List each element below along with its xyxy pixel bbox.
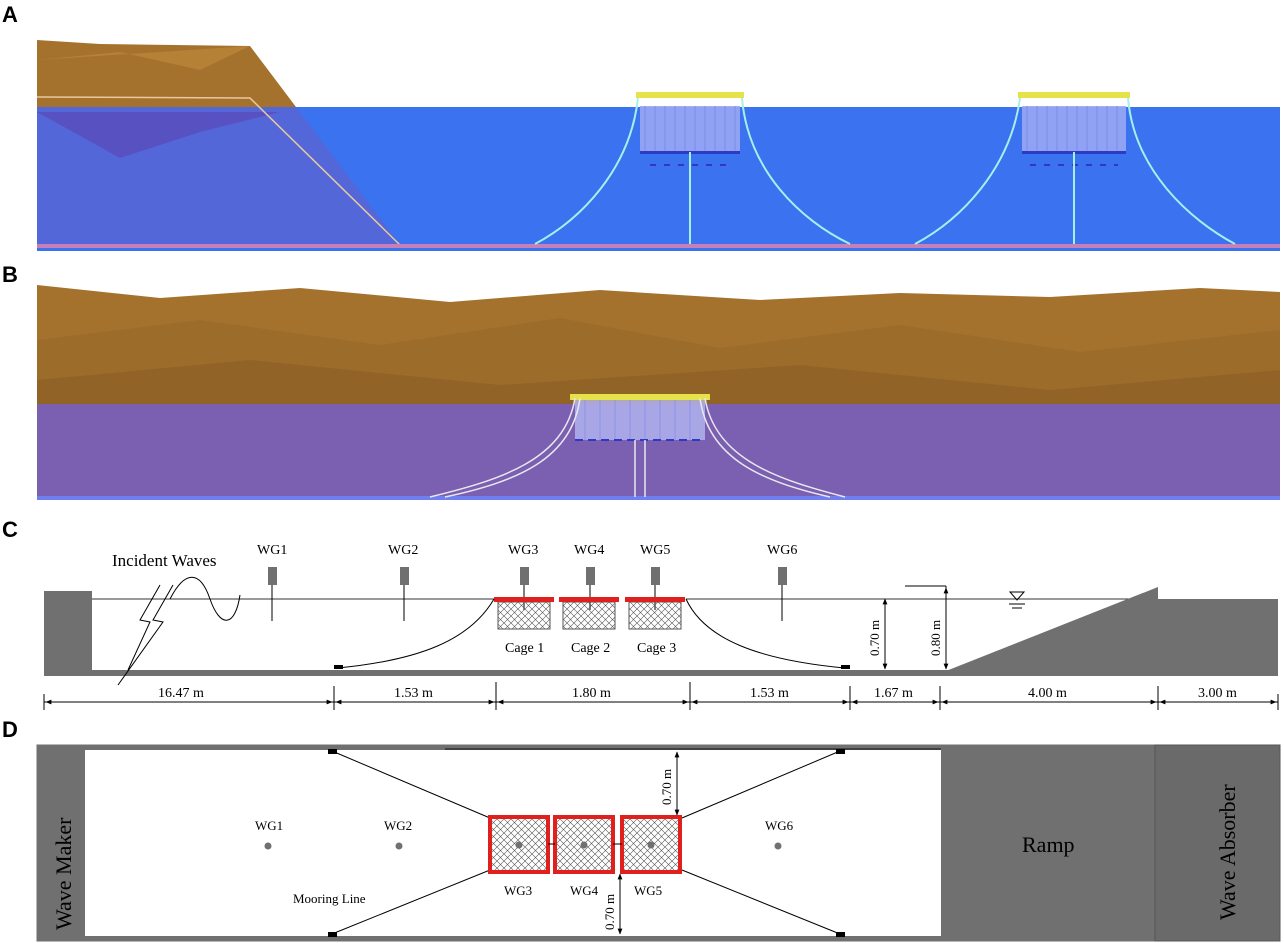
cage3-label: Cage 3 (637, 641, 676, 656)
dim-1-53-b: 1.53 m (750, 686, 789, 701)
water-level-symbol (1008, 591, 1026, 609)
ramp-label: Ramp (1022, 832, 1075, 857)
cage2-label: Cage 2 (571, 641, 610, 656)
gauge-dot-wg2 (395, 842, 403, 850)
dim-1-67: 1.67 m (874, 686, 913, 701)
wave-absorber-label: Wave Absorber (1215, 784, 1240, 920)
panel-letter-d: D (2, 717, 18, 742)
cage-render-2 (914, 92, 1236, 245)
wg5-label-c: WG5 (640, 543, 670, 558)
depth-label-080: 0.80 m (928, 620, 943, 656)
wg1-label-d: WG1 (255, 818, 283, 833)
wg4-label-d: WG4 (570, 883, 599, 898)
slope-terrain (37, 40, 296, 107)
offset-label-bottom: 0.70 m (602, 894, 617, 930)
wg2-label-c: WG2 (388, 543, 418, 558)
ramp-plan (941, 745, 1155, 941)
dim-16-47: 16.47 m (158, 686, 204, 701)
mooring-lines-plan (328, 749, 845, 937)
wg2-label-d: WG2 (384, 818, 412, 833)
gauge-dot-wg1 (264, 842, 272, 850)
seabed-line-b (37, 496, 1280, 500)
absorber-block (1158, 599, 1278, 671)
absorber-plan (1154, 744, 1281, 942)
wall-top (37, 745, 1280, 750)
incident-wave-curve (169, 577, 241, 621)
panel-b-render (37, 285, 1280, 500)
seabed-line (37, 244, 1280, 248)
wg5-label-d: WG5 (634, 883, 662, 898)
dim-1-53-a: 1.53 m (394, 686, 433, 701)
anchor-left (334, 665, 343, 669)
mooring-line-left (337, 598, 495, 669)
wg6-label-c: WG6 (767, 543, 797, 558)
panel-letter-a: A (2, 2, 18, 27)
wave-maker-plan (37, 745, 85, 941)
dim-1-80: 1.80 m (572, 686, 611, 701)
cage-render-1 (534, 92, 851, 245)
wg3-label-d: WG3 (504, 883, 532, 898)
panel-letter-c: C (2, 517, 18, 542)
cages-plan (488, 815, 682, 874)
wall-bottom (37, 936, 1280, 941)
wave-maker-label: Wave Maker (51, 817, 76, 930)
cages-side (494, 597, 685, 630)
panel-d-plan-view: Wave Maker Ramp Wave Absorber Mooring Li… (36, 744, 1281, 942)
dimension-line-c (43, 682, 1279, 710)
wg1-label-c: WG1 (257, 543, 287, 558)
ramp-wedge (946, 587, 1158, 671)
anchor-right (841, 665, 850, 669)
gauge-dot-wg6 (774, 842, 782, 850)
wave-maker-block (44, 591, 92, 671)
dim-4-00: 4.00 m (1028, 686, 1067, 701)
flume-floor (44, 670, 1278, 676)
panel-a-render (36, 40, 1280, 251)
panel-letter-b: B (2, 262, 18, 287)
depth-label-070: 0.70 m (867, 620, 882, 656)
wg4-label-c: WG4 (574, 543, 604, 558)
break-symbol (117, 584, 174, 686)
dim-3-00: 3.00 m (1198, 686, 1237, 701)
wg3-label-c: WG3 (508, 543, 538, 558)
cage1-label: Cage 1 (505, 641, 544, 656)
cage-render-b (429, 394, 846, 498)
incident-waves-label: Incident Waves (112, 551, 217, 570)
offset-label-top: 0.70 m (659, 769, 674, 805)
mooring-line-label: Mooring Line (293, 891, 366, 906)
panel-c-side-view: Incident Waves WG1 WG2 WG3 WG4 WG5 WG6 C… (43, 543, 1279, 710)
mooring-line-right (685, 598, 846, 669)
wg6-label-d: WG6 (765, 818, 794, 833)
